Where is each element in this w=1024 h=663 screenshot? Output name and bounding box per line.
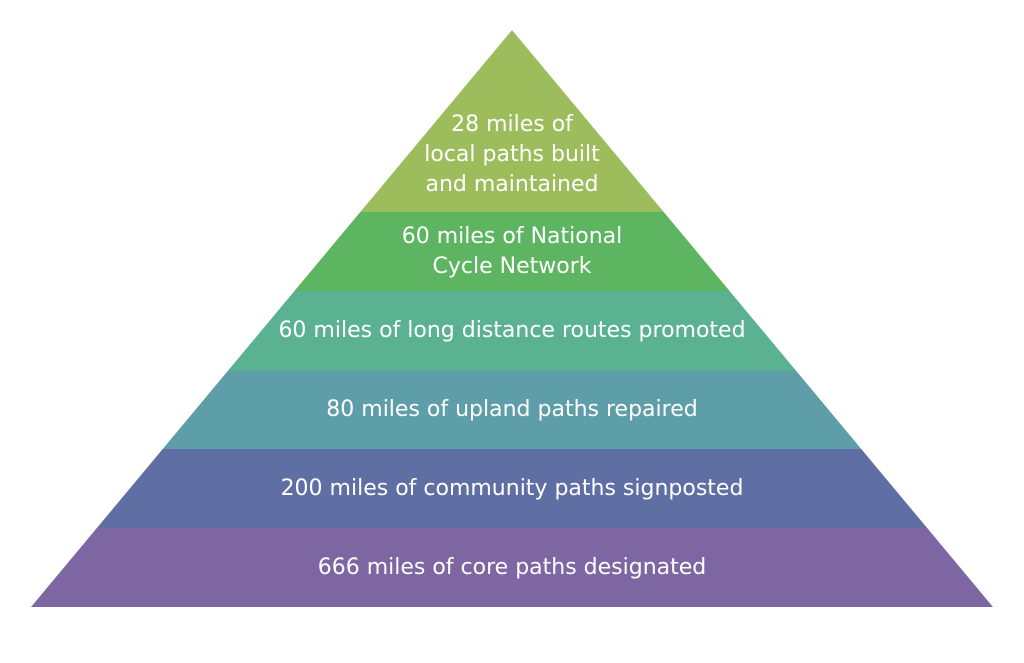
tier-label-5: 200 miles of community paths signposted: [280, 475, 744, 501]
pyramid-tier-1: [360, 30, 664, 212]
pyramid-tier-2: [294, 212, 730, 291]
pyramid-tier-5: [96, 449, 928, 528]
tier-label-1: 28 miles of local paths built and mainta…: [424, 112, 600, 197]
tier-label-3: 60 miles of long distance routes promote…: [278, 317, 746, 343]
pyramid-tier-6: [31, 528, 993, 607]
pyramid-tier-4: [162, 370, 862, 449]
tier-label-4: 80 miles of upland paths repaired: [326, 396, 698, 422]
tier-label-6: 666 miles of core paths designated: [317, 554, 707, 580]
pyramid-tier-3: [228, 291, 796, 370]
tier-label-2: 60 miles of National Cycle Network: [401, 223, 623, 279]
